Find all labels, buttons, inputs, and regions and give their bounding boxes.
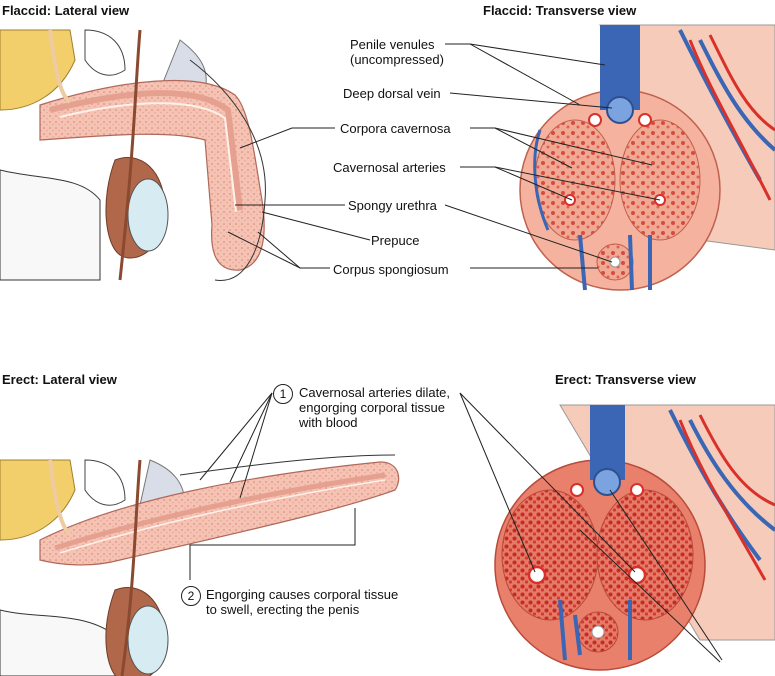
leader-lines xyxy=(189,43,723,663)
label-corpora-cavernosa: Corpora cavernosa xyxy=(340,121,451,136)
label-prepuce: Prepuce xyxy=(371,233,420,248)
step-2-text: Engorging causes corporal tissue to swel… xyxy=(206,587,399,617)
title-flaccid-transverse: Flaccid: Transverse view xyxy=(483,3,637,18)
step-2-number: 2 xyxy=(181,586,201,606)
label-spongy-urethra: Spongy urethra xyxy=(348,198,437,213)
flaccid-lateral-drawing xyxy=(0,29,266,281)
title-erect-transverse: Erect: Transverse view xyxy=(555,372,696,387)
flaccid-shaft xyxy=(39,79,265,271)
step-1-text: Cavernosal arteries dilate, engorging co… xyxy=(299,385,451,430)
erect-transverse-drawing xyxy=(494,404,775,671)
label-deep-dorsal-vein: Deep dorsal vein xyxy=(343,86,441,101)
label-penile-venules: Penile venules (uncompressed) xyxy=(350,37,444,67)
title-erect-lateral: Erect: Lateral view xyxy=(2,372,117,387)
step-1-number: 1 xyxy=(273,384,293,404)
flaccid-transverse-drawing xyxy=(519,24,775,291)
label-corpus-spongiosum: Corpus spongiosum xyxy=(333,262,449,277)
erect-lateral-drawing xyxy=(0,454,400,676)
title-flaccid-lateral: Flaccid: Lateral view xyxy=(2,3,130,18)
label-cavernosal-arteries: Cavernosal arteries xyxy=(333,160,446,175)
bladder-shape xyxy=(0,29,76,111)
